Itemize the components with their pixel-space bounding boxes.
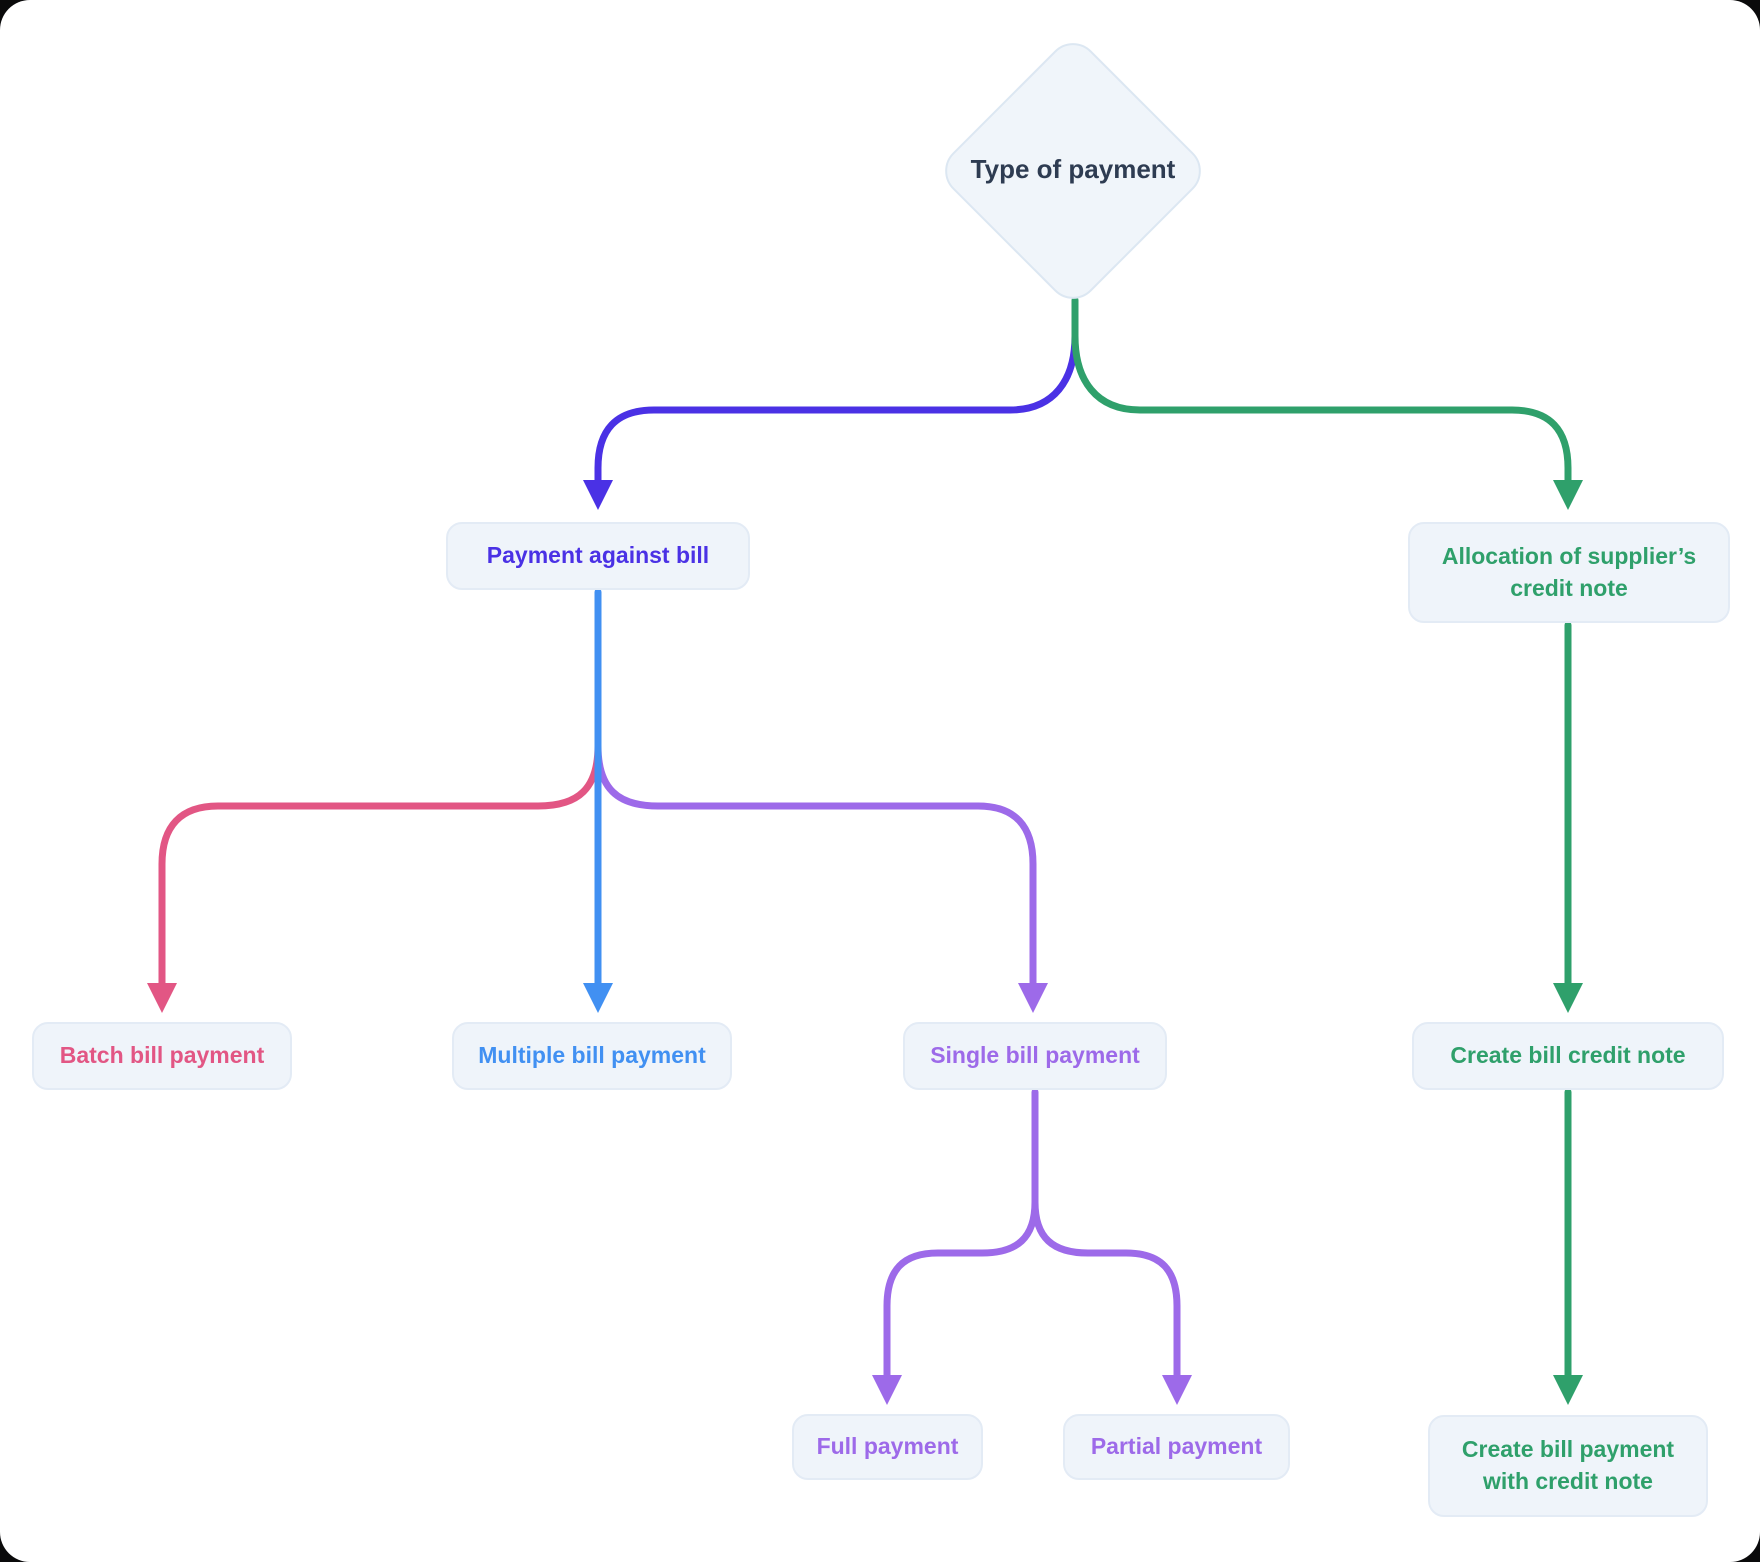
- node-label-line2: with credit note: [1483, 1468, 1653, 1494]
- arrowhead-partial-payment: [1162, 1375, 1192, 1405]
- node-multiple-bill-payment: Multiple bill payment: [452, 1022, 732, 1090]
- arrowhead-create-credit-note: [1553, 983, 1583, 1013]
- node-single-bill-payment: Single bill payment: [903, 1022, 1167, 1090]
- node-label: Partial payment: [1090, 1433, 1263, 1460]
- node-batch-bill-payment: Batch bill payment: [32, 1022, 292, 1090]
- node-label: Full payment: [816, 1433, 959, 1460]
- edge-root-to-payment-against-bill: [594, 332, 1079, 488]
- node-partial-payment: Partial payment: [1063, 1414, 1290, 1480]
- edge-to-full-payment: [883, 1198, 1039, 1383]
- node-type-of-payment-label: Type of payment: [970, 154, 1176, 184]
- node-allocation-credit-note: Allocation of supplier’s credit note: [1408, 522, 1730, 623]
- node-label: Create bill credit note: [1450, 1042, 1686, 1069]
- node-label: Payment against bill: [486, 542, 710, 569]
- node-create-bill-payment-with-credit-note: Create bill payment with credit note: [1428, 1415, 1708, 1517]
- arrowhead-multiple-bill-payment: [583, 983, 613, 1013]
- node-full-payment: Full payment: [792, 1414, 983, 1480]
- node-label-line1: Create bill payment: [1461, 1436, 1675, 1463]
- node-label-line1: Allocation of supplier’s: [1441, 542, 1697, 569]
- node-label: Multiple bill payment: [478, 1042, 706, 1069]
- node-label: Single bill payment: [930, 1042, 1140, 1069]
- arrowhead-create-bill-payment: [1553, 1375, 1583, 1405]
- arrowhead-payment-against-bill: [583, 480, 613, 510]
- edge-to-batch-bill-payment: [158, 742, 602, 991]
- edge-to-single-bill-payment: [594, 742, 1037, 991]
- node-label: Batch bill payment: [59, 1042, 265, 1069]
- arrowhead-single-bill-payment: [1018, 983, 1048, 1013]
- node-label-line2: credit note: [1510, 574, 1628, 601]
- node-create-bill-credit-note: Create bill credit note: [1412, 1022, 1724, 1090]
- arrowhead-allocation: [1553, 480, 1583, 510]
- edge-root-to-allocation: [1071, 332, 1572, 488]
- edge-to-partial-payment: [1031, 1198, 1181, 1383]
- node-payment-against-bill: Payment against bill: [446, 522, 750, 590]
- arrowhead-batch-bill-payment: [147, 983, 177, 1013]
- arrowhead-full-payment: [872, 1375, 902, 1405]
